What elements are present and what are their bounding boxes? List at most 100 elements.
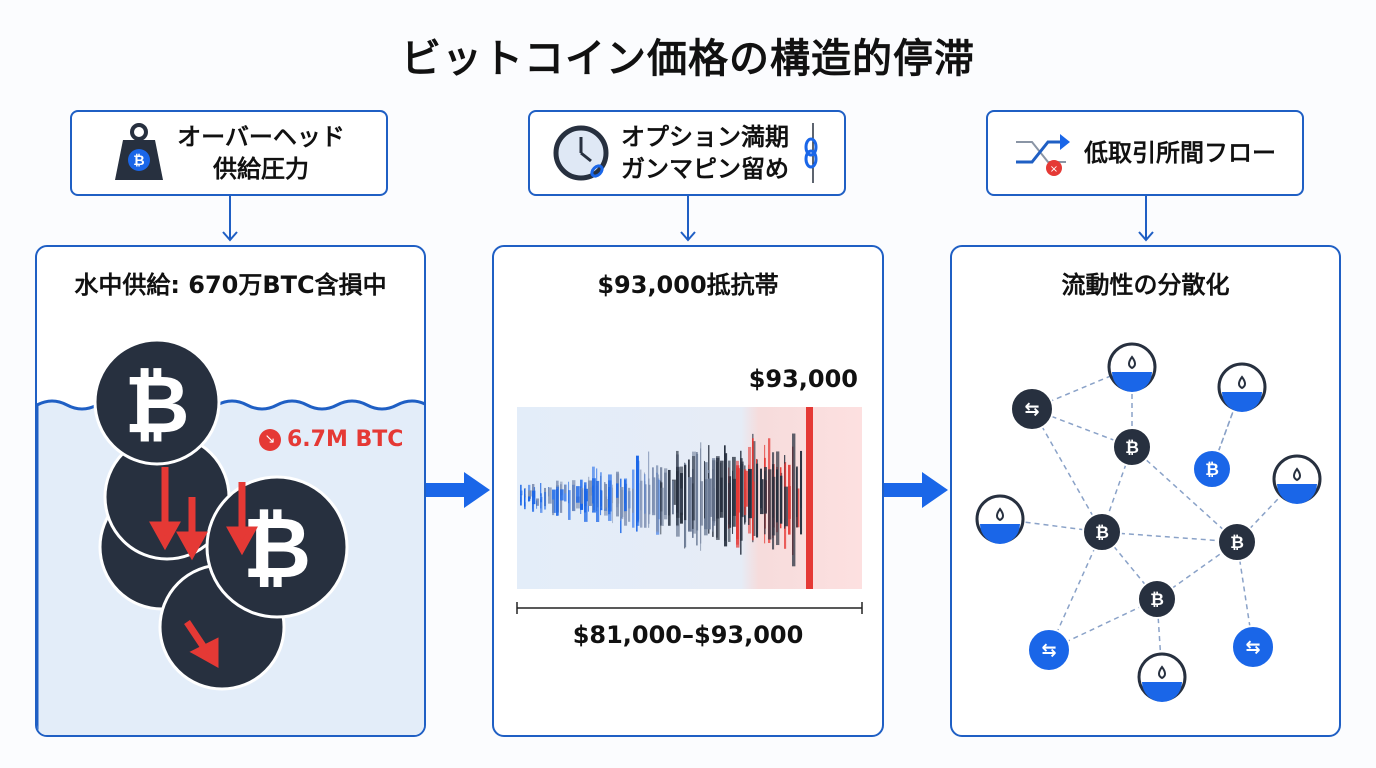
density-bar <box>632 488 634 513</box>
density-bar <box>588 480 592 496</box>
density-bar <box>644 472 646 515</box>
flow-edge <box>1131 446 1238 543</box>
density-bar <box>676 450 679 526</box>
liquidity-pool-icon <box>1272 454 1322 504</box>
density-bar <box>540 499 542 509</box>
bitcoin-node-icon: ₿ <box>1192 449 1232 489</box>
badge-text: 6.7M BTC <box>287 427 404 452</box>
density-bar <box>600 472 602 507</box>
page-title: ビットコイン価格の構造的停滞 <box>401 36 975 82</box>
density-bar <box>604 483 608 508</box>
right-arrow-icon <box>884 472 948 508</box>
exchange-swap-icon: ⇆ <box>1231 625 1275 669</box>
density-bar <box>704 462 708 536</box>
density-bar <box>668 469 671 516</box>
density-bar <box>796 466 798 528</box>
density-bar <box>720 460 724 518</box>
density-bar <box>636 460 640 526</box>
density-bar <box>520 496 522 502</box>
density-bar <box>600 489 602 516</box>
density-bar <box>588 487 592 506</box>
flow-edge <box>1101 531 1238 543</box>
density-bar <box>704 460 706 519</box>
svg-text:₿: ₿ <box>133 153 144 169</box>
density-bar <box>780 475 783 524</box>
density-bar <box>528 492 530 502</box>
density-bar <box>540 493 543 503</box>
density-bar <box>772 452 775 550</box>
svg-text:⇆: ⇆ <box>1245 637 1260 658</box>
density-bar <box>540 483 542 497</box>
density-bar <box>620 486 624 518</box>
density-bar <box>688 477 692 532</box>
density-bar <box>740 461 744 518</box>
density-bar <box>724 445 726 541</box>
density-bar <box>744 469 747 516</box>
density-bar <box>764 466 767 514</box>
liquidity-pool-icon <box>1137 652 1187 702</box>
density-bar <box>532 483 535 496</box>
resistance-price-label: $93,000 <box>748 365 858 393</box>
density-bar <box>536 498 539 506</box>
svg-text:₿: ₿ <box>1125 438 1139 458</box>
density-bar <box>544 492 547 510</box>
density-bar <box>680 466 684 515</box>
exchange-swap-icon: ⇆ <box>1010 387 1054 431</box>
density-bar <box>612 484 614 504</box>
svg-text:⇆: ⇆ <box>1024 399 1039 420</box>
factor-label: 低取引所間フロー <box>1084 139 1276 167</box>
density-bar <box>712 458 716 526</box>
density-bar <box>524 488 526 502</box>
svg-text:₿: ₿ <box>1095 523 1109 543</box>
density-bar <box>616 483 619 498</box>
bitcoin-weight-icon: ₿ <box>115 123 164 180</box>
density-bar <box>692 456 696 521</box>
liquidity-pool-icon <box>1107 342 1157 392</box>
density-bar <box>732 478 736 516</box>
factor-low-exchange-flow: × 低取引所間フロー <box>986 110 1304 196</box>
density-bar <box>652 467 654 513</box>
density-bar <box>592 478 596 513</box>
density-bar <box>672 480 674 515</box>
density-bar <box>568 490 571 520</box>
factor-label: 供給圧力 <box>212 155 309 183</box>
svg-text:×: × <box>1050 164 1058 175</box>
density-bar <box>580 487 584 504</box>
density-bar <box>636 481 638 532</box>
panel-resistance-band: $93,000抵抗帯 $93,000 $81,000–$93,000 <box>492 245 884 737</box>
underwater-btc-badge: ↘ 6.7M BTC <box>259 427 403 452</box>
density-bar <box>788 486 791 519</box>
panel-title: $93,000抵抗帯 <box>597 271 779 299</box>
svg-text:₿: ₿ <box>1230 533 1244 553</box>
density-bar <box>580 486 582 515</box>
density-bar <box>524 502 526 510</box>
density-bar <box>556 486 560 516</box>
density-bar <box>564 484 567 494</box>
bitcoin-node-icon: ₿ <box>1137 579 1177 619</box>
factor-overhead-supply: ₿ オーバーヘッド供給圧力 <box>70 110 388 196</box>
density-bar <box>528 490 532 497</box>
density-bar <box>640 469 642 511</box>
svg-text:₿: ₿ <box>1150 590 1164 610</box>
density-bar <box>628 487 631 522</box>
density-bar <box>756 475 759 529</box>
sunken-coins-illustration: ₿ ₿ <box>37 338 424 735</box>
svg-text:⇆: ⇆ <box>1041 640 1056 661</box>
density-bar <box>732 470 734 534</box>
density-bar <box>784 486 788 527</box>
density-bar <box>612 487 614 524</box>
flow-edge <box>1031 408 1103 533</box>
chain-link-icon <box>804 123 818 183</box>
exchange-swap-icon: ⇆ <box>1027 628 1071 672</box>
density-bar <box>672 479 676 505</box>
svg-text:₿: ₿ <box>1205 460 1219 480</box>
liquidity-network: ⇆ ₿ ₿ ₿ ₿ ₿ ⇆ ⇆ <box>975 342 1322 702</box>
density-bar <box>624 478 628 512</box>
panel-underwater-supply: 水中供給: 670万BTC含損中 ₿ ₿ ↘ 6.7M BTC <box>35 245 426 737</box>
density-bar <box>572 480 576 512</box>
factor-label: オプション満期 <box>621 123 789 151</box>
down-arrows <box>222 196 1154 242</box>
density-bar <box>520 484 522 495</box>
factor-label: ガンマピン留め <box>621 155 789 183</box>
clock-chain-icon <box>553 125 609 181</box>
